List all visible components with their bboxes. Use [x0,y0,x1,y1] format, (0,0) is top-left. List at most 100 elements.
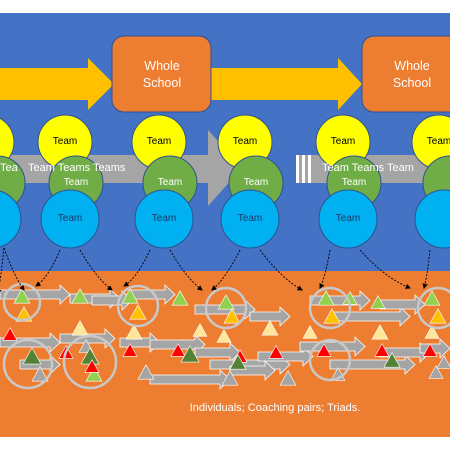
connector-arrow [123,249,151,287]
connector-arrow [0,247,5,296]
triangle [122,343,138,357]
triangle [2,327,18,341]
grey-arrow [249,306,291,327]
triangle [422,343,438,357]
triangle [370,295,386,309]
triangle [192,323,208,337]
triangle [221,370,239,386]
triangle [279,370,297,386]
coaching-ring [62,334,118,390]
whole-school-box [111,35,212,113]
team-label: Team [426,136,450,147]
grey-arrow [419,338,450,359]
coaching-ring [308,338,352,382]
triangle [22,347,42,365]
grey-arrow [59,328,116,349]
coaching-ring [2,338,54,390]
connector-arrow [319,249,331,289]
grey-arrow [379,294,426,315]
coaching-ring [116,284,160,328]
triangle [436,355,450,369]
coaching-ring [2,282,42,322]
band-text-partial: Tea [0,162,18,174]
triangle [85,366,103,382]
coaching-ring [416,286,450,330]
whole-school-label: Whole School [112,58,212,92]
team-circle [0,190,22,248]
team-label: Team [157,177,183,188]
connector-arrow [422,249,431,290]
grey-band-arrow-1 [0,130,242,206]
caption: Individuals; Coaching pairs; Triads. [189,402,361,414]
band-stripe [308,155,311,183]
triangle [180,345,200,363]
triangle [223,308,241,324]
grey-arrow [229,360,276,381]
whole-school-label: Whole School [362,58,450,92]
band-text-2: Team Teams Team [322,162,414,174]
team-label: Team [146,136,172,147]
triangle [374,343,390,357]
whole-school-line2: School [142,76,182,90]
triangle [423,290,441,306]
grey-arrow [19,354,61,375]
team-label: Team [57,213,83,224]
coaching-ring [204,286,248,330]
triangle [170,343,186,357]
band-stripe [296,155,299,183]
whole-school-line1: Whole [144,59,180,73]
grey-arrow [329,306,411,327]
team-label: Team [151,213,177,224]
team-label: Team [243,177,269,188]
triangle [317,290,335,306]
team-circle [220,189,280,249]
grey-arrow [299,336,366,357]
band-text-1: Team Teams Teams [28,162,126,174]
triangle [71,320,89,336]
triangle [302,325,318,339]
team-label: Team [63,177,89,188]
team-label: Team [237,213,263,224]
team-circle [134,189,194,249]
triangle [428,365,444,379]
triangle [424,325,440,339]
connector-arrows [0,247,431,296]
team-label: Team [341,177,367,188]
connector-arrow [3,247,25,291]
team-label: Team [330,136,356,147]
triangle [268,345,284,359]
gold-arrow-left [0,58,114,110]
triangle [229,354,247,370]
connector-arrow [35,249,61,287]
triangle [216,329,232,343]
triangle [125,324,143,340]
triangle [371,324,389,340]
team-clusters [0,114,450,249]
triangle [323,308,341,324]
whole-school-box [361,35,450,113]
individual-markers [0,282,450,390]
gold-arrow-middle [211,58,362,110]
grey-arrow [194,342,241,363]
triangle [217,294,235,310]
triangle [429,308,447,324]
triangle [15,306,33,322]
whole-school-line1: Whole [394,59,430,73]
triangle [129,304,147,320]
team-label: Team [232,136,258,147]
triangle [71,288,89,304]
triangle [171,290,189,306]
triangle [13,288,31,304]
triangle [137,364,155,380]
connector-arrow [79,249,113,291]
coaching-ring [308,286,352,330]
team-label: Team [335,213,361,224]
triangle [121,288,139,304]
triangle [261,320,279,336]
connector-arrow [211,249,241,291]
team-circle [414,189,450,249]
band-stripe [302,155,305,183]
triangle [31,366,49,382]
triangle [316,343,332,357]
